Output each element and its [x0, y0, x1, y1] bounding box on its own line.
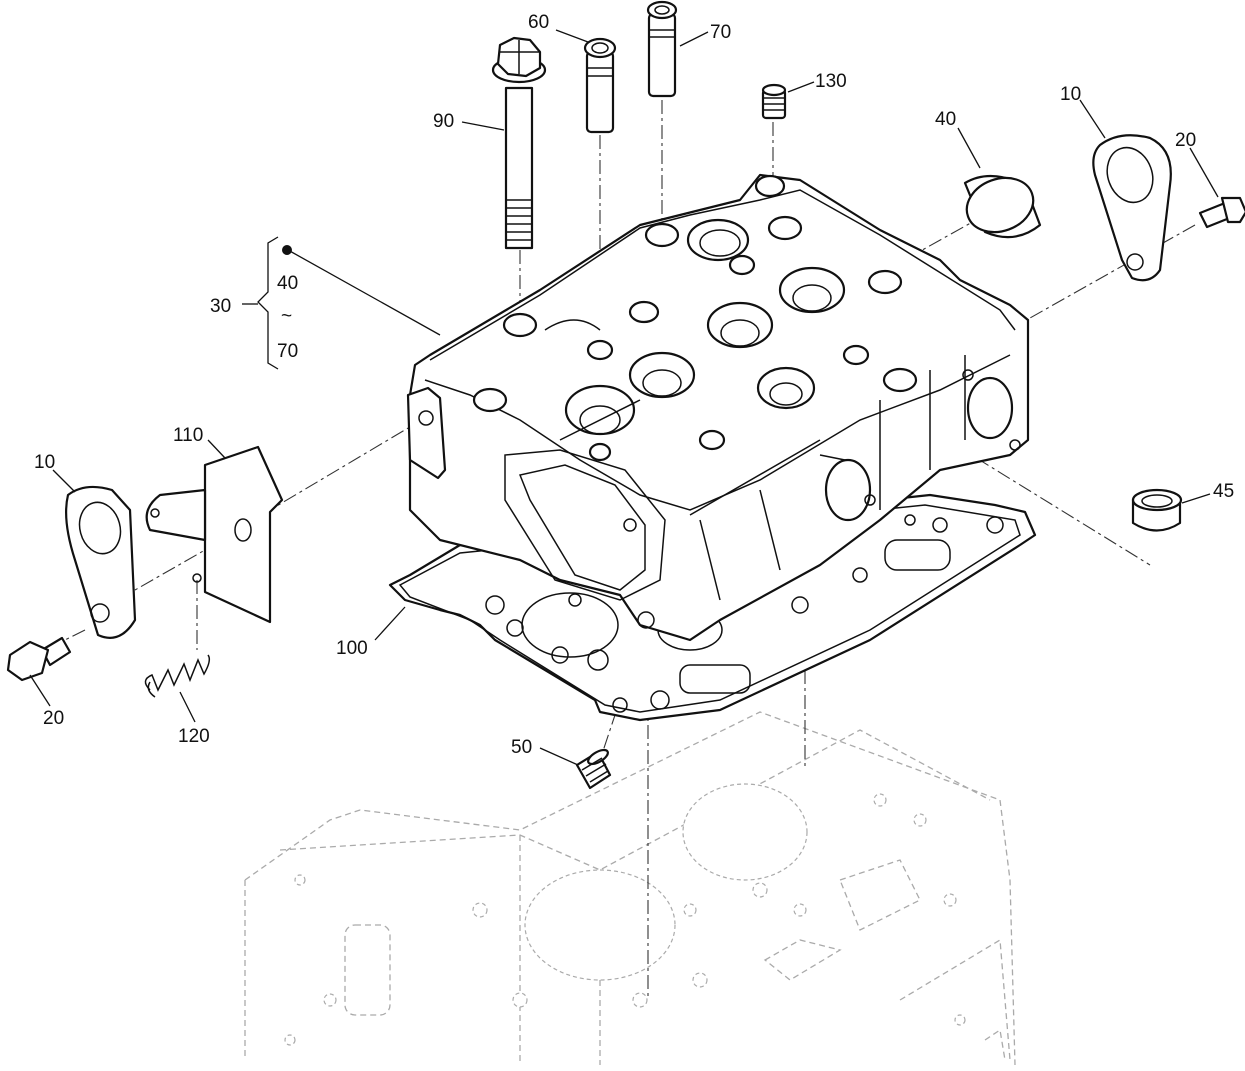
plug-50: [575, 748, 612, 790]
callout-90: 90: [433, 111, 454, 132]
bolt-20-left: [6, 636, 72, 682]
callout-20-left: 20: [43, 708, 64, 729]
callout-10-right: 10: [1060, 84, 1081, 105]
lifting-bracket-10-right: [1092, 134, 1172, 282]
callout-30: 30: [210, 296, 231, 317]
engine-block-ghost: [244, 711, 1016, 1066]
leader-lines: [29, 29, 1219, 766]
callout-70: 70: [710, 22, 731, 43]
spring-120: [144, 654, 211, 698]
callout-130: 130: [815, 71, 847, 92]
callout-70-range: 70: [277, 341, 298, 362]
valve-guide-60: [583, 37, 617, 134]
callout-110: 110: [173, 425, 203, 446]
bolt-20-right: [1198, 196, 1245, 229]
cylinder-head: [406, 173, 1030, 642]
callout-50: 50: [511, 737, 532, 758]
lifting-bracket-10-left: [65, 485, 137, 639]
callout-60: 60: [528, 12, 549, 33]
cap-plug-40: [963, 174, 1042, 239]
head-bolt-90: [491, 36, 547, 250]
plug-130: [761, 83, 787, 120]
callout-100: 100: [336, 638, 368, 659]
range-dot: [282, 245, 292, 255]
callout-10-left: 10: [34, 452, 55, 473]
dowel-ring-45: [1131, 488, 1183, 532]
callout-range-tilde: ~: [281, 306, 292, 327]
callout-45: 45: [1213, 481, 1234, 502]
callout-40-range: 40: [277, 273, 298, 294]
callout-20-right: 20: [1175, 130, 1196, 151]
callout-labels: 60 70 130 90 40 10 20 30 40 ~ 70 110 10 …: [34, 12, 1234, 758]
callout-120: 120: [178, 726, 210, 747]
bracket-plate-110: [145, 445, 284, 624]
callout-40-top: 40: [935, 109, 956, 130]
valve-guide-70: [646, 0, 678, 98]
